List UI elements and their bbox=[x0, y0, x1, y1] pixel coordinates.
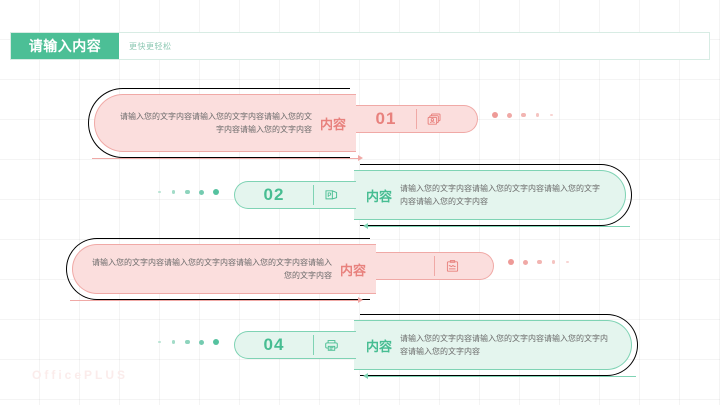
row-3-capsule-divider bbox=[434, 256, 435, 276]
row-4-number-capsule[interactable]: 04 bbox=[234, 331, 356, 359]
row-3-number-capsule[interactable] bbox=[376, 252, 494, 280]
watermark: OfficePLUS bbox=[32, 368, 129, 382]
row-2-number: 02 bbox=[263, 185, 285, 204]
svg-text:P: P bbox=[327, 192, 331, 198]
row-4-capsule-divider bbox=[313, 335, 314, 355]
row-4-dots bbox=[158, 339, 219, 345]
row-3-panel-outline bbox=[66, 238, 370, 300]
header-title-tag: 请输入内容 bbox=[11, 33, 119, 59]
row-2-panel-outline bbox=[360, 164, 632, 226]
row-1-dots bbox=[492, 112, 553, 118]
parking-sign-icon: P bbox=[314, 187, 348, 204]
row-2-label: 内容 bbox=[366, 188, 393, 204]
row-1-label: 内容 bbox=[319, 116, 346, 132]
row-2-number-capsule[interactable]: 02 P bbox=[234, 181, 356, 209]
row-3-dots bbox=[508, 259, 569, 265]
page-title: 请输入内容 bbox=[28, 38, 102, 54]
row-4-number: 04 bbox=[263, 335, 285, 354]
row-2-dots bbox=[158, 189, 219, 195]
row-3-body-text: 请输入您的文字内容请输入您的文字内容请输入您的文字内容请输入您的文字内容 bbox=[91, 258, 332, 280]
row-2-capsule-divider bbox=[313, 185, 314, 205]
row-1-capsule-divider bbox=[416, 109, 417, 129]
row-4-text-panel: 内容 请输入您的文字内容请输入您的文字内容请输入您的文字内容请输入您的文字内容 bbox=[354, 320, 632, 370]
slide-header: 请输入内容 更快更轻松 bbox=[10, 32, 710, 60]
row-1-number: 01 bbox=[375, 109, 397, 128]
header-subtitle: 更快更轻松 bbox=[129, 41, 172, 51]
row-1-body-text: 请输入您的文字内容请输入您的文字内容请输入您的文字内容请输入您的文字内容 bbox=[119, 112, 312, 134]
row-1-panel-outline bbox=[88, 88, 350, 158]
row-4-label: 内容 bbox=[366, 338, 393, 354]
document-wave-icon bbox=[435, 258, 469, 275]
row-4-body-text: 请输入您的文字内容请输入您的文字内容请输入您的文字内容请输入您的文字内容 bbox=[400, 334, 609, 356]
row-1-text-panel: 请输入您的文字内容请输入您的文字内容请输入您的文字内容请输入您的文字内容 内容 bbox=[94, 94, 356, 152]
row-4-panel-outline bbox=[360, 314, 638, 376]
row-3-label: 内容 bbox=[339, 262, 366, 278]
row-3-text-panel: 请输入您的文字内容请输入您的文字内容请输入您的文字内容请输入您的文字内容 内容 bbox=[72, 244, 376, 294]
printer-icon bbox=[314, 337, 348, 354]
row-2-text-panel: 内容 请输入您的文字内容请输入您的文字内容请输入您的文字内容请输入您的文字内容 bbox=[354, 170, 626, 220]
contact-cards-icon bbox=[417, 111, 451, 128]
row-1-number-capsule[interactable]: 01 bbox=[356, 105, 478, 133]
row-2-body-text: 请输入您的文字内容请输入您的文字内容请输入您的文字内容请输入您的文字内容 bbox=[400, 184, 601, 206]
